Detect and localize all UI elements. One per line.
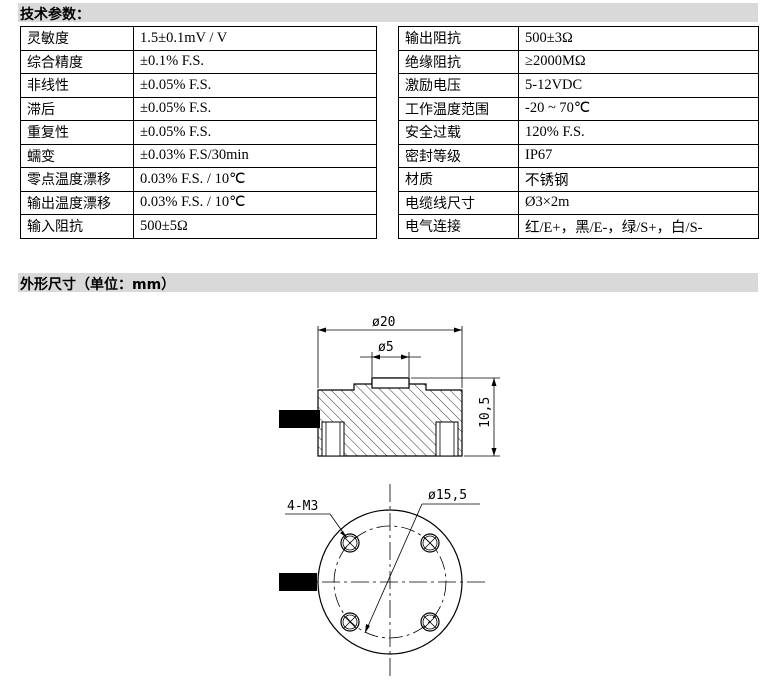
- spec-row: 滞后±0.05% F.S.: [20, 96, 377, 121]
- section-bar-specs: 技术参数：: [18, 3, 758, 23]
- spec-label: 零点温度漂移: [20, 167, 134, 192]
- spec-row: 材质不锈钢: [398, 167, 759, 192]
- leader-bolt-circle: [364, 503, 423, 634]
- spec-row: 综合精度±0.1% F.S.: [20, 49, 377, 74]
- dim-label-boss-diameter: ø5: [378, 340, 394, 355]
- spec-value: 500±5Ω: [133, 214, 377, 239]
- spec-value: 500±3Ω: [518, 26, 759, 51]
- cable-side: [279, 410, 320, 428]
- spec-row: 工作温度范围-20 ~ 70℃: [398, 96, 759, 121]
- dim-label-bolt-circle: ø15,5: [428, 488, 467, 503]
- spec-label: 绝缘阻抗: [398, 49, 519, 74]
- spec-label: 滞后: [20, 96, 134, 121]
- spec-value: 0.03% F.S. / 10℃: [133, 190, 377, 215]
- side-view: ø20 ø5 10,5: [279, 315, 500, 457]
- spec-label: 非线性: [20, 73, 134, 98]
- spec-value: IP67: [518, 143, 759, 168]
- spec-row: 电气连接红/E+，黑/E-，绿/S+，白/S-: [398, 214, 759, 239]
- spec-value: 5-12VDC: [518, 73, 759, 98]
- section-bar-dimensions: 外形尺寸（单位：mm）: [18, 273, 758, 293]
- spec-value: ±0.05% F.S.: [133, 73, 377, 98]
- spec-value: 红/E+，黑/E-，绿/S+，白/S-: [518, 214, 759, 239]
- spec-label: 电缆线尺寸: [398, 190, 519, 215]
- spec-row: 重复性±0.05% F.S.: [20, 120, 377, 145]
- dim-label-holes: 4-M3: [287, 499, 318, 514]
- top-view: ø15,5 4-M3: [279, 484, 486, 680]
- spec-label: 安全过载: [398, 120, 519, 145]
- section-title-specs: 技术参数：: [20, 7, 90, 23]
- dim-label-outer-diameter: ø20: [372, 315, 395, 330]
- spec-row: 绝缘阻抗≥2000MΩ: [398, 49, 759, 74]
- spec-row: 非线性±0.05% F.S.: [20, 73, 377, 98]
- spec-label: 综合精度: [20, 49, 134, 74]
- outer-circle: [317, 509, 463, 655]
- spec-value: -20 ~ 70℃: [518, 96, 759, 121]
- bolt-holes: [340, 533, 440, 632]
- spec-label: 工作温度范围: [398, 96, 519, 121]
- spec-value: ±0.05% F.S.: [133, 96, 377, 121]
- spec-label: 电气连接: [398, 214, 519, 239]
- spec-label: 输入阻抗: [20, 214, 134, 239]
- section-title-dimensions: 外形尺寸（单位：mm）: [20, 277, 176, 293]
- dim-label-height: 10,5: [478, 397, 493, 428]
- spec-label: 密封等级: [398, 143, 519, 168]
- spec-value: 0.03% F.S. / 10℃: [133, 167, 377, 192]
- spec-value: ±0.05% F.S.: [133, 120, 377, 145]
- load-button: [371, 377, 410, 389]
- spec-value: ≥2000MΩ: [518, 49, 759, 74]
- spec-value: ±0.1% F.S.: [133, 49, 377, 74]
- spec-value: 120% F.S.: [518, 120, 759, 145]
- mounting-hole-right: [435, 421, 459, 457]
- spec-label: 激励电压: [398, 73, 519, 98]
- mounting-hole-left: [321, 421, 345, 457]
- bolt-circle: [333, 525, 447, 639]
